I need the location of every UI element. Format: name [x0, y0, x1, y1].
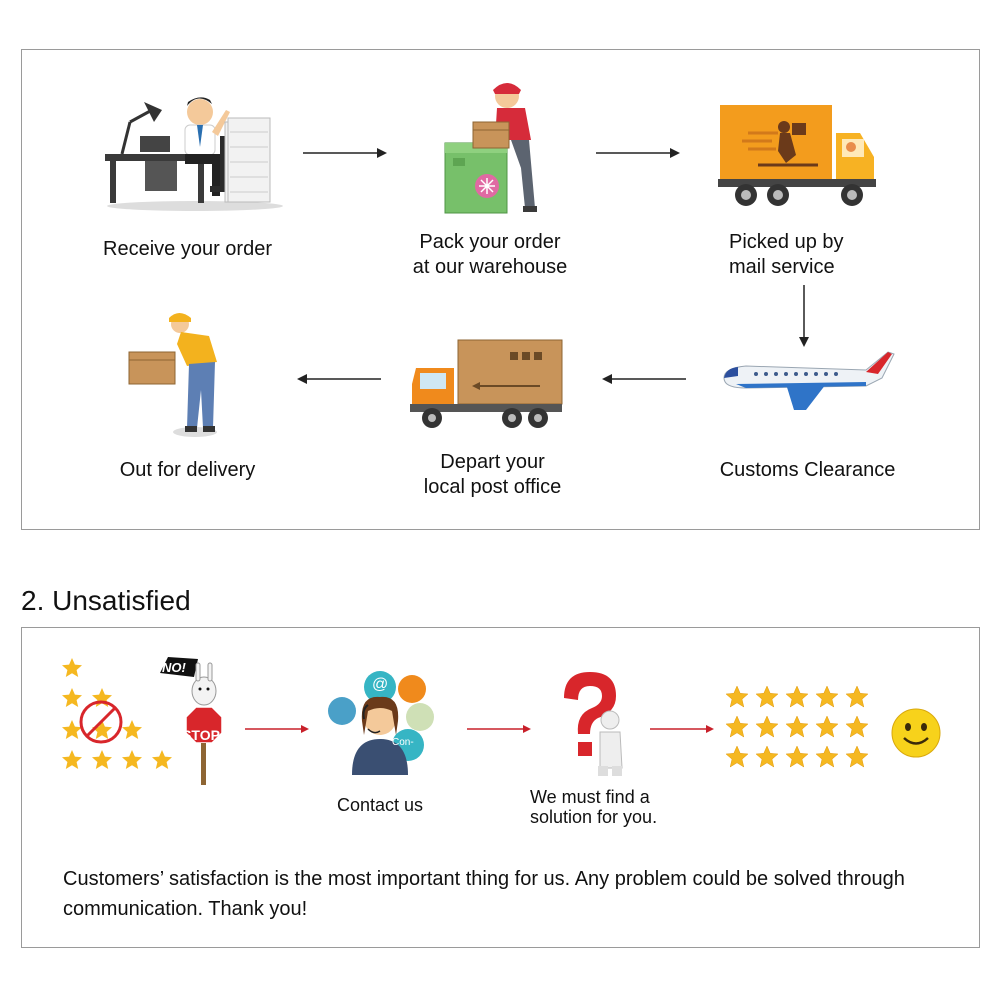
solution-label: We must find a solution for you. — [530, 787, 658, 827]
closing-message: Customers’ satisfaction is the most impo… — [63, 868, 905, 920]
stop-sign-text: STOP — [182, 727, 220, 743]
arrow-left-2 — [297, 374, 381, 384]
step-label-receive-order: Receive your order — [103, 238, 272, 260]
contact-badge-text: Con- — [392, 737, 414, 748]
red-arrow-3 — [650, 725, 714, 733]
red-arrow-2 — [467, 725, 531, 733]
arrow-right-2 — [596, 148, 680, 158]
question-mark-icon — [564, 672, 623, 776]
courier-icon — [128, 313, 217, 437]
contact-us-label: Contact us — [336, 795, 424, 815]
crossed-stars-icon — [62, 658, 172, 769]
five-star-rating-icon — [725, 685, 869, 768]
office-worker-icon — [105, 97, 283, 211]
stop-sign-icon — [160, 657, 223, 785]
smiley-icon — [891, 708, 941, 758]
packing-worker-icon — [444, 83, 537, 214]
airplane-icon — [723, 351, 895, 410]
arrow-left-1 — [602, 374, 686, 384]
unsatisfied-panel — [21, 627, 980, 948]
step-label-customs: Customs Clearance — [719, 459, 896, 481]
step-label-out-for-delivery: Out for delivery — [119, 459, 256, 481]
no-bubble-text: NO! — [162, 660, 186, 675]
delivery-truck-icon — [410, 339, 563, 428]
step-label-pack-order: Pack your order at our warehouse — [412, 231, 568, 278]
support-agent-icon — [328, 671, 434, 775]
section-title-unsatisfied: 2. Unsatisfied — [21, 585, 191, 616]
red-arrow-1 — [245, 725, 309, 733]
mail-truck-icon — [718, 105, 876, 206]
step-label-depart-office: Depart your local post office — [423, 451, 562, 498]
contact-at-glyph: @ — [372, 676, 389, 693]
step-label-picked-up: Picked up by mail service — [729, 231, 844, 278]
arrow-right-1 — [303, 148, 387, 158]
arrow-down — [799, 285, 809, 347]
